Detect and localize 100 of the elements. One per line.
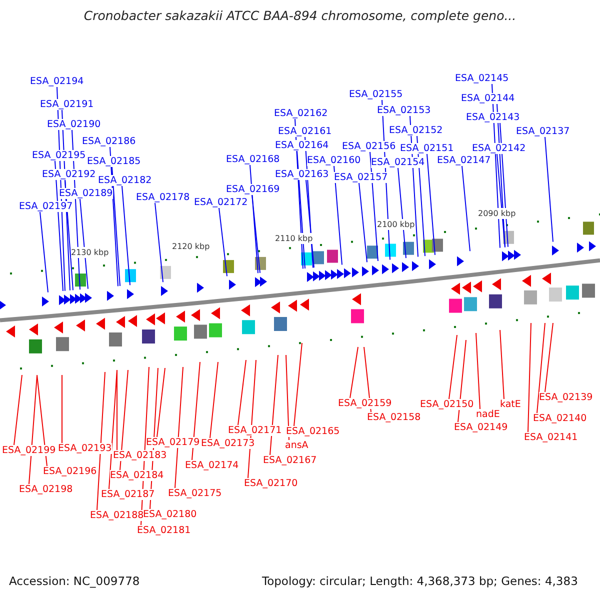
scale-label: 2130 kbp [71, 247, 109, 258]
gene-label: ESA_02141 [524, 432, 578, 443]
gene-label: ESA_02157 [334, 172, 388, 183]
gene-label: ESA_02158 [367, 412, 421, 423]
gene-label: ESA_02180 [143, 509, 197, 520]
gene-label: ESA_02194 [30, 76, 84, 87]
gene-label: ESA_02170 [244, 478, 298, 489]
gene-label: ESA_02152 [389, 125, 443, 136]
scale-label: 2110 kbp [275, 233, 313, 244]
leader-line [252, 194, 260, 274]
leader-line [398, 168, 406, 259]
leader-line [306, 180, 314, 268]
gene-label: ESA_02171 [228, 425, 282, 436]
gene-label: ESA_02154 [371, 157, 425, 168]
gene-label: ESA_02183 [113, 450, 167, 461]
leader-line [80, 198, 88, 290]
leader-line [334, 166, 342, 266]
gene-label: ESA_02193 [58, 443, 112, 454]
leader-line [218, 208, 228, 277]
gene-label: ESA_02172 [194, 197, 248, 208]
leader-line [210, 362, 218, 438]
leader-line [238, 360, 246, 426]
leader-line [458, 340, 466, 422]
gene-label: ESA_02197 [19, 201, 73, 212]
leader-line [14, 374, 22, 446]
gene-label: ESA_02144 [461, 93, 515, 104]
leader-line [536, 322, 546, 414]
gene-label: ESA_02143 [466, 112, 520, 123]
leader-line [358, 182, 368, 263]
gene-label: ESA_02156 [342, 141, 396, 152]
gene-label: ESA_02189 [59, 188, 113, 199]
gene-label: nadE [476, 409, 500, 420]
leader-line [122, 186, 130, 286]
gene-label: ESA_02184 [110, 470, 164, 481]
gene-label: ESA_02196 [43, 466, 97, 477]
gene-label: ESA_02151 [400, 143, 454, 154]
gene-label: ESA_02178 [136, 192, 190, 203]
gene-label: ESA_02191 [40, 99, 94, 110]
leader-line [36, 374, 48, 466]
scale-label: 2100 kbp [377, 219, 415, 230]
leader-line [154, 202, 164, 283]
gene-label: ESA_02139 [539, 392, 593, 403]
leader-line [294, 342, 302, 426]
gene-label: ESA_02190 [47, 119, 101, 130]
gene-label: ESA_02140 [533, 413, 587, 424]
leader-line [108, 370, 118, 490]
footer-text: Accession: NC_009778 [9, 576, 140, 587]
leader-line [112, 166, 120, 287]
gene-label: ESA_02181 [137, 525, 191, 536]
gene-label: ESA_02163 [275, 169, 329, 180]
leader-line [370, 152, 378, 262]
leader-line [350, 346, 358, 398]
gene-label: ESA_02186 [82, 136, 136, 147]
leader-line [544, 136, 554, 242]
gene-label: ESA_02161 [278, 126, 332, 137]
gene-label: ESA_02187 [101, 489, 155, 500]
gene-label: ESA_02167 [263, 455, 317, 466]
leader-line [528, 322, 532, 432]
footer-text: Topology: circular; Length: 4,368,373 bp; Genes: 4,383 [262, 576, 578, 587]
leader-line [270, 354, 278, 456]
gene-label: ESA_02160 [307, 155, 361, 166]
gene-label: ESA_02199 [2, 445, 56, 456]
gene-label: ESA_02165 [286, 426, 340, 437]
leader-line [448, 334, 458, 400]
gene-label: ESA_02195 [32, 150, 86, 161]
leader-line [250, 164, 258, 274]
gene-label: ESA_02185 [87, 156, 141, 167]
leader-line [96, 372, 106, 510]
gene-label: ESA_02169 [226, 184, 280, 195]
gene-label: ESA_02142 [472, 143, 526, 154]
leader-line [174, 366, 184, 488]
gene-label: ESA_02164 [275, 140, 329, 151]
leader-line [192, 362, 200, 460]
leader-line [500, 330, 504, 400]
leader-line [120, 370, 128, 470]
gene-label: ansA [285, 440, 308, 451]
gene-label: ESA_02150 [420, 399, 474, 410]
leader-line [40, 212, 48, 293]
leader-line [28, 376, 38, 484]
gene-label: ESA_02173 [201, 438, 255, 449]
gene-label: ESA_02174 [185, 460, 239, 471]
scale-label: 2120 kbp [172, 241, 210, 252]
gene-label: ESA_02179 [146, 437, 200, 448]
gene-label: ESA_02153 [377, 105, 431, 116]
gene-label: ESA_02198 [19, 484, 73, 495]
gene-label: ESA_02149 [454, 422, 508, 433]
leader-line [286, 354, 290, 440]
leader-line [426, 154, 436, 256]
leader-line [462, 166, 470, 252]
gene-label: ESA_02192 [42, 169, 96, 180]
gene-label: ESA_02168 [226, 154, 280, 165]
gene-label: ESA_02175 [168, 488, 222, 499]
gene-label: ESA_02155 [349, 89, 403, 100]
gene-label: katE [500, 399, 521, 410]
gene-label: ESA_02159 [338, 398, 392, 409]
leader-line [544, 322, 554, 392]
gene-label: ESA_02145 [455, 73, 509, 84]
gene-label: ESA_02147 [437, 155, 491, 166]
gene-label: ESA_02188 [90, 510, 144, 521]
gene-label: ESA_02162 [274, 108, 328, 119]
